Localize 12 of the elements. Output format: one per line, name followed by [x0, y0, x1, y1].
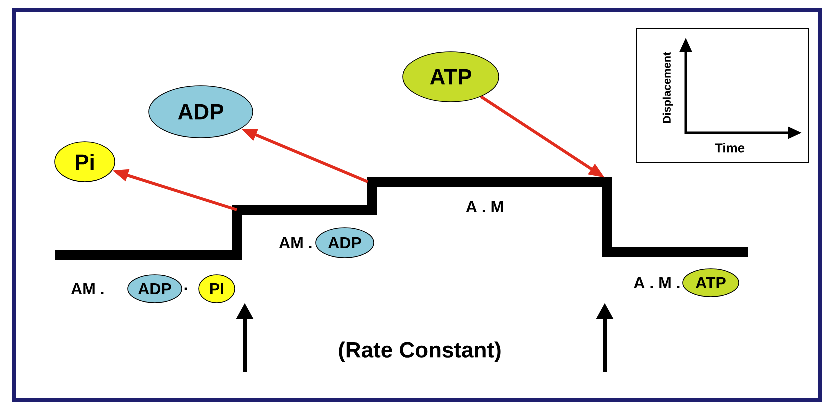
molecule-oval: ADP — [148, 86, 254, 138]
axis-label: Time — [715, 143, 745, 153]
molecule-oval: ATP — [682, 268, 740, 298]
molecule-oval: PI — [198, 274, 236, 304]
axis-label: Displacement — [662, 52, 674, 124]
molecule-oval: ADP — [316, 228, 374, 258]
molecule-oval: ADP — [128, 274, 182, 304]
state-label: . — [184, 288, 188, 290]
molecule-oval: Pi — [54, 142, 116, 182]
state-label: (Rate Constant) — [339, 342, 501, 362]
state-label: A . M — [466, 202, 504, 212]
molecule-oval: ATP — [402, 52, 500, 102]
